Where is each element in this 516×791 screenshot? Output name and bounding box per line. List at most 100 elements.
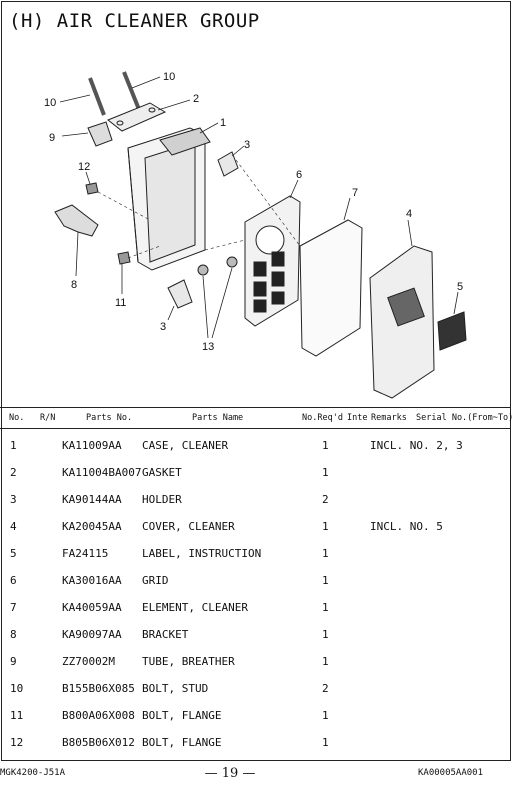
row-qty: 1 xyxy=(322,520,329,533)
row-no: 11 xyxy=(10,709,24,722)
row-qty: 1 xyxy=(322,547,329,560)
callout-9: 9 xyxy=(49,132,55,144)
row-no: 7 xyxy=(10,601,17,614)
header-parts-name: Parts Name xyxy=(192,413,244,423)
row-parts-no: KA90097AA xyxy=(62,628,122,641)
callout-8: 8 xyxy=(71,279,77,291)
page-title: (H) AIR CLEANER GROUP xyxy=(9,10,260,32)
row-parts-no: B155B06X085 xyxy=(62,682,135,695)
row-no: 8 xyxy=(10,628,17,641)
cleaner-element-part xyxy=(299,219,363,357)
row-no: 5 xyxy=(10,547,17,560)
table-row: 3 KA90144AA HOLDER 2 xyxy=(0,486,510,513)
holder-part-top xyxy=(217,151,239,177)
callout-3-upper: 3 xyxy=(244,139,250,151)
row-no: 9 xyxy=(10,655,17,668)
callout-10-upper: 10 xyxy=(163,71,175,83)
table-row: 5 FA24115 LABEL, INSTRUCTION 1 xyxy=(0,540,510,567)
row-parts-name: HOLDER xyxy=(142,493,182,506)
row-parts-name: COVER, CLEANER xyxy=(142,520,235,533)
header-remarks: Remarks xyxy=(371,413,407,423)
row-qty: 2 xyxy=(322,682,329,695)
row-parts-no: B805B06X012 xyxy=(62,736,135,749)
row-no: 1 xyxy=(10,439,17,452)
row-remarks: INCL. NO. 5 xyxy=(370,520,443,533)
row-parts-name: CASE, CLEANER xyxy=(142,439,229,452)
row-qty: 1 xyxy=(322,466,329,479)
exploded-parts-diagram: 10 10 2 9 1 3 12 6 7 4 8 11 5 3 13 xyxy=(44,71,467,399)
row-no: 3 xyxy=(10,493,17,506)
row-qty: 1 xyxy=(322,439,329,452)
row-parts-no: KA40059AA xyxy=(62,601,122,614)
nut-part xyxy=(197,264,209,276)
callout-4: 4 xyxy=(406,208,412,220)
row-qty: 1 xyxy=(322,709,329,722)
instruction-label-part xyxy=(437,311,467,351)
header-parts-no: Parts No. xyxy=(86,413,133,423)
cleaner-cover-part xyxy=(369,245,435,399)
row-qty: 1 xyxy=(322,574,329,587)
table-row: 1 KA11009AA CASE, CLEANER 1 INCL. NO. 2, 3 xyxy=(0,432,510,459)
table-row: 6 KA30016AA GRID 1 xyxy=(0,567,510,594)
callout-6: 6 xyxy=(296,169,302,181)
row-qty: 1 xyxy=(322,655,329,668)
row-parts-name: TUBE, BREATHER xyxy=(142,655,235,668)
row-parts-no: FA24115 xyxy=(62,547,109,560)
row-qty: 1 xyxy=(322,736,329,749)
parts-table-header: No. R/N Parts No. Parts Name No.Req'd In… xyxy=(0,407,514,429)
row-qty: 1 xyxy=(322,628,329,641)
row-parts-name: BRACKET xyxy=(142,628,189,641)
row-parts-no: B800A06X008 xyxy=(62,709,135,722)
row-qty: 1 xyxy=(322,601,329,614)
page-frame xyxy=(1,1,511,761)
header-inte: Inte xyxy=(347,413,368,423)
stud-bolt-part xyxy=(88,71,142,116)
row-parts-name: GASKET xyxy=(142,466,182,479)
footer-document-code: KA00005AA001 xyxy=(418,768,484,778)
cleaner-case-part xyxy=(127,127,211,271)
callout-3-lower: 3 xyxy=(160,321,166,333)
row-parts-no: KA11004BA007 xyxy=(62,466,142,479)
row-no: 4 xyxy=(10,520,17,533)
callout-7: 7 xyxy=(352,187,358,199)
row-parts-name: ELEMENT, CLEANER xyxy=(142,601,248,614)
callout-5: 5 xyxy=(457,281,463,293)
row-parts-no: KA30016AA xyxy=(62,574,122,587)
table-row: 8 KA90097AA BRACKET 1 xyxy=(0,621,510,648)
footer-page-number: — 19 — xyxy=(204,766,256,781)
table-row: 7 KA40059AA ELEMENT, CLEANER 1 xyxy=(0,594,510,621)
table-row: 10 B155B06X085 BOLT, STUD 2 xyxy=(0,675,510,702)
row-qty: 2 xyxy=(322,493,329,506)
holder-part-bottom xyxy=(167,279,193,309)
callout-13: 13 xyxy=(202,341,214,353)
row-no: 10 xyxy=(10,682,24,695)
row-remarks: INCL. NO. 2, 3 xyxy=(370,439,463,452)
grid-part xyxy=(244,195,301,327)
header-no: No. xyxy=(9,413,25,423)
breather-tube-part xyxy=(87,121,113,147)
row-parts-no: KA11009AA xyxy=(62,439,122,452)
flange-bolt-part-11 xyxy=(117,251,131,265)
header-serial-no: Serial No.(From~To) xyxy=(416,413,514,423)
callout-10-lower: 10 xyxy=(44,97,56,109)
row-no: 12 xyxy=(10,736,24,749)
row-parts-name: BOLT, FLANGE xyxy=(142,736,222,749)
row-parts-name: BOLT, STUD xyxy=(142,682,209,695)
bracket-part xyxy=(54,204,99,237)
callout-12: 12 xyxy=(78,161,90,173)
header-rn: R/N xyxy=(40,413,56,423)
callout-2: 2 xyxy=(193,93,199,105)
row-parts-no: KA90144AA xyxy=(62,493,122,506)
footer-model-code: MGK4200-J51A xyxy=(0,768,66,778)
row-parts-name: GRID xyxy=(142,574,169,587)
header-no-reqd: No.Req'd xyxy=(302,413,343,423)
flange-bolt-part-12 xyxy=(85,182,99,195)
row-no: 6 xyxy=(10,574,17,587)
row-parts-name: LABEL, INSTRUCTION xyxy=(142,547,262,560)
table-row: 12 B805B06X012 BOLT, FLANGE 1 xyxy=(0,729,510,756)
callout-1: 1 xyxy=(220,117,226,129)
